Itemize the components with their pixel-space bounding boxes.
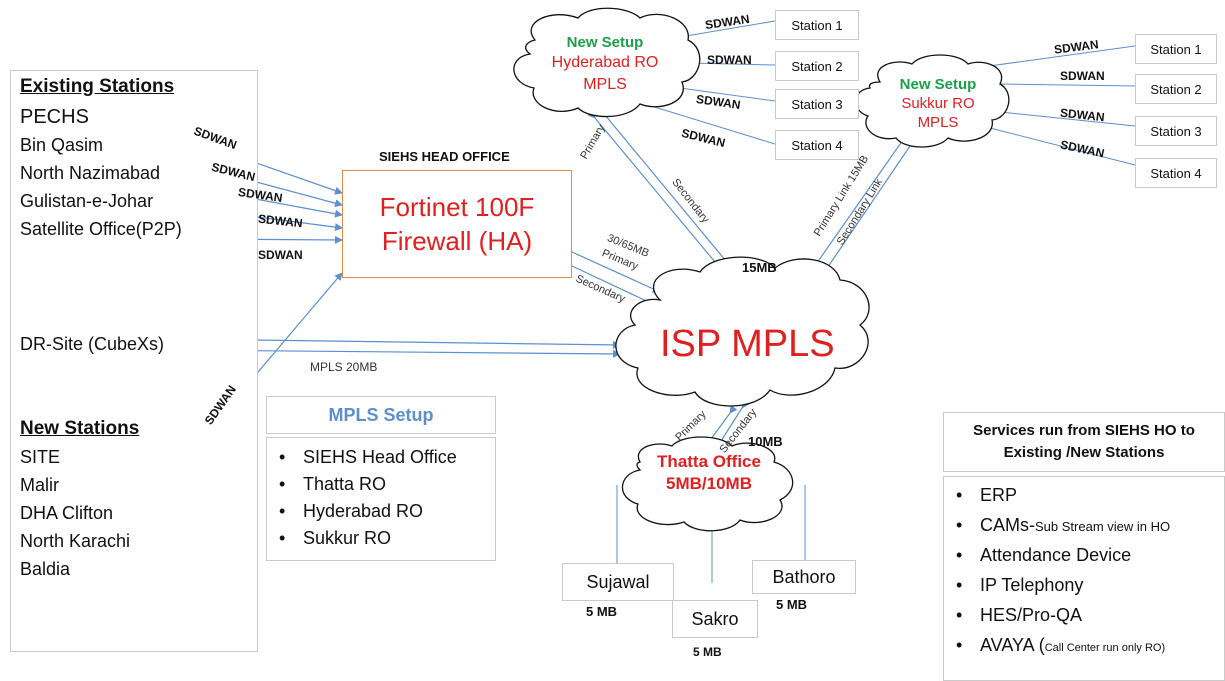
station-north-nazimabad: North Nazimabad [20,163,161,183]
sdwan-label: SDWAN [707,53,752,67]
sakro-bw: 5 MB [693,645,722,659]
hyd-station-4: Station 4 [775,130,859,160]
left-panel [10,70,258,652]
service-item: ERP [944,481,1224,511]
thatta-cloud [621,436,794,532]
thatta-bw: 5MB/10MB [666,474,752,493]
bw-10mb-label: 10MB [748,434,783,449]
mpls-setup-title-box: MPLS Setup [266,396,496,434]
sakro-box: Sakro [672,600,758,638]
mpls-20mb-label: MPLS 20MB [310,360,378,374]
hyd-station-2: Station 2 [775,51,859,81]
hyderabad-mpls: MPLS [583,76,627,93]
existing-stations-list: PECHS Bin Qasim North Nazimabad Gulistan… [20,103,182,243]
station-dha-clifton: DHA Clifton [20,503,114,523]
sdwan-label: SDWAN [258,248,303,262]
mpls-setup-title: MPLS Setup [328,404,434,425]
service-item: Attendance Device [944,541,1224,571]
station-bin-qasim: Bin Qasim [20,135,104,155]
station-north-karachi: North Karachi [20,531,131,551]
service-item: CAMs-Sub Stream view in HO [944,511,1224,541]
hyd-station-3: Station 3 [775,89,859,119]
bathoro-bw: 5 MB [776,597,808,612]
head-office-title: SIEHS HEAD OFFICE [379,149,510,164]
suk-station-3: Station 3 [1135,116,1217,146]
station-gulistan-e-johar: Gulistan-e-Johar [20,191,154,211]
station-satellite-office: Satellite Office(P2P) [20,219,182,239]
sujawal-box: Sujawal [562,563,674,601]
mpls-setup-list-box: SIEHS Head Office Thatta RO Hyderabad RO… [266,437,496,561]
bw-15mb-label: 15MB [742,260,777,275]
sdwan-label: SDWAN [1060,69,1105,83]
hyderabad-new-setup: New Setup [566,34,644,51]
suk-station-2: Station 2 [1135,74,1217,104]
services-title-box: Services run from SIEHS HO to Existing /… [943,412,1225,472]
mpls-site: Sukkur RO [267,525,495,552]
mpls-site: Hyderabad RO [267,498,495,525]
hyderabad-cloud [513,7,701,118]
sukkur-new-setup: New Setup [899,76,977,93]
service-item: IP Telephony [944,571,1224,601]
mpls-site: SIEHS Head Office [267,444,495,471]
services-title-line2: Existing /New Stations [1003,444,1165,461]
station-site: SITE [20,447,61,467]
firewall-box: Fortinet 100F Firewall (HA) [342,170,572,278]
mpls-site: Thatta RO [267,471,495,498]
services-title-line1: Services run from SIEHS HO to [973,422,1195,439]
thatta-office: Thatta Office [657,452,761,471]
services-list-box: ERP CAMs-Sub Stream view in HO Attendanc… [943,476,1225,681]
sukkur-cloud-text: New Setup Sukkur RO MPLS [868,76,1008,132]
existing-stations-title: Existing Stations [20,76,175,97]
isp-cloud [615,256,870,407]
station-malir: Malir [20,475,59,495]
dr-site-label: DR-Site (CubeXs) [20,334,165,354]
new-stations-title: New Stations [20,418,140,439]
service-item: HES/Pro-QA [944,601,1224,631]
sukkur-mpls: MPLS [917,114,959,131]
sujawal-bw: 5 MB [586,604,618,619]
hyderabad-cloud-text: New Setup Hyderabad RO MPLS [530,34,680,96]
firewall-line2: Firewall (HA) [381,226,533,256]
suk-station-1: Station 1 [1135,34,1217,64]
hyderabad-ro: Hyderabad RO [551,54,659,71]
sukkur-ro: Sukkur RO [901,95,975,112]
new-stations-list: SITE Malir DHA Clifton North Karachi Bal… [20,443,130,583]
firewall-line1: Fortinet 100F [379,192,535,222]
station-baldia: Baldia [20,559,71,579]
isp-mpls-label: ISP MPLS [660,323,835,365]
thatta-cloud-text: Thatta Office 5MB/10MB [634,451,784,495]
service-item: AVAYA (Call Center run only RO) [944,631,1224,662]
hyd-station-1: Station 1 [775,10,859,40]
suk-station-4: Station 4 [1135,158,1217,188]
station-pechs: PECHS [20,106,89,128]
bathoro-box: Bathoro [752,560,856,594]
